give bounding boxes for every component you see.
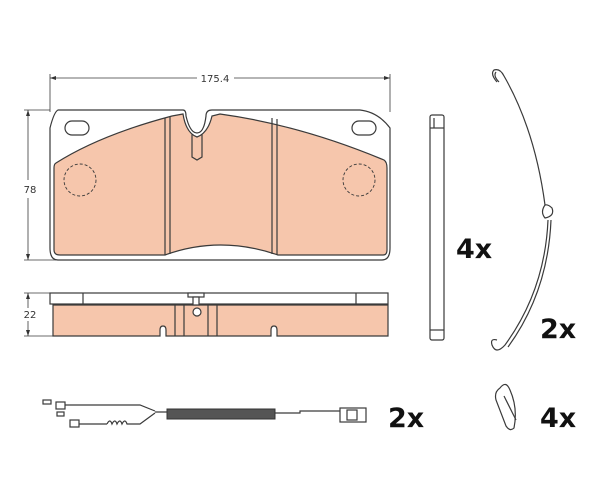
height-dimension: 78 [24, 109, 56, 261]
mounting-hole-right [351, 120, 377, 136]
thickness-dimension: 22 [24, 292, 53, 337]
brake-pad-front-view [49, 109, 391, 261]
brake-pad-side-view [49, 292, 389, 337]
width-label: 175.4 [201, 74, 230, 85]
height-label: 78 [24, 185, 37, 196]
width-dimension: 175.4 [49, 74, 391, 112]
wear-sensor-cable [42, 399, 367, 428]
guide-pin [429, 114, 445, 341]
clip-quantity: 4x [540, 403, 576, 434]
thickness-label: 22 [24, 310, 37, 321]
pin-quantity: 4x [456, 234, 492, 265]
spring-quantity: 2x [540, 314, 576, 345]
wear-sensor-quantity: 2x [388, 403, 424, 434]
retaining-spring [490, 69, 554, 351]
mounting-hole-left [64, 120, 90, 136]
retaining-clip [494, 383, 517, 431]
